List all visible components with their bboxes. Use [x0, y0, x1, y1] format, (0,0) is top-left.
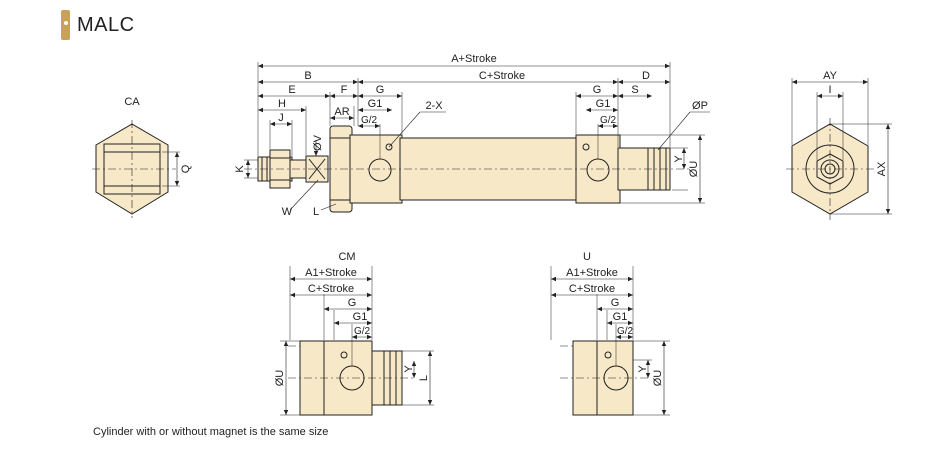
dim-b: B	[304, 70, 311, 82]
u-dim-g1: G1	[613, 311, 628, 323]
dim-ar: AR	[334, 106, 349, 118]
dim-w: W	[282, 206, 293, 218]
u-dim-y: Y	[637, 365, 649, 373]
main-side-view: A+Stroke B C+Stroke D E F G G S H AR G1 …	[234, 53, 710, 218]
dim-g2-rear: G/2	[600, 115, 617, 126]
dim-g1-front: G1	[368, 98, 383, 110]
dim-l: L	[313, 206, 319, 218]
dim-q: Q	[180, 164, 192, 173]
u-dim-c-stroke: C+Stroke	[569, 283, 615, 295]
cm-dim-g: G	[348, 297, 357, 309]
title-badge	[61, 10, 70, 40]
dim-g-rear: G	[593, 84, 602, 96]
u-dim-g2: G/2	[617, 326, 634, 337]
dim-c-stroke: C+Stroke	[479, 70, 525, 82]
dim-g-front: G	[376, 84, 385, 96]
dim-e: E	[288, 84, 295, 96]
cm-dim-y: Y	[403, 365, 415, 373]
cm-dim-a1-stroke: A1+Stroke	[305, 267, 357, 279]
cm-dim-l: L	[418, 375, 430, 381]
cm-view: CM A1+Stroke C+Stroke G G1 G/2 ØU Y L	[274, 251, 434, 416]
dim-d: D	[642, 70, 650, 82]
dim-j: J	[278, 112, 284, 124]
ca-end-view: CA Q	[92, 96, 192, 218]
dim-y-main: Y	[673, 155, 685, 163]
rear-end-view: AY I AX	[786, 70, 892, 220]
dim-a-stroke: A+Stroke	[451, 53, 497, 65]
dim-g1-rear: G1	[596, 98, 611, 110]
u-dim-phi-u: ØU	[652, 370, 664, 387]
u-dim-g: G	[611, 297, 620, 309]
dim-phi-v: ØV	[312, 134, 324, 151]
title-badge-dot	[63, 21, 68, 25]
cm-dim-g1: G1	[353, 311, 368, 323]
front-screw	[385, 143, 393, 151]
dim-f: F	[341, 84, 348, 96]
dim-i: I	[828, 84, 831, 96]
dim-ax: AX	[876, 161, 888, 176]
dim-s: S	[631, 84, 638, 96]
dim-h: H	[278, 98, 286, 110]
dim-phi-u-main: ØU	[688, 161, 700, 178]
dim-2x: 2-X	[425, 100, 443, 112]
header: MALC	[61, 10, 135, 40]
rear-screw	[582, 143, 590, 151]
u-dim-a1-stroke: A1+Stroke	[566, 267, 618, 279]
dim-g2-front: G/2	[361, 115, 378, 126]
dim-k: K	[234, 165, 246, 173]
cm-view-label: CM	[338, 251, 355, 263]
ca-view-label: CA	[124, 96, 140, 108]
u-view-label: U	[583, 251, 591, 263]
footnote: Cylinder with or without magnet is the s…	[93, 426, 329, 438]
u-view: U A1+Stroke C+Stroke G G1 G/2 Y ØU	[550, 251, 670, 416]
dim-ay: AY	[823, 70, 838, 82]
cm-dim-g2: G/2	[354, 326, 371, 337]
page-title: MALC	[77, 13, 135, 36]
cm-dim-c-stroke: C+Stroke	[308, 283, 354, 295]
dim-phi-p: ØP	[692, 100, 708, 112]
cm-dim-phi-u: ØU	[274, 370, 286, 387]
